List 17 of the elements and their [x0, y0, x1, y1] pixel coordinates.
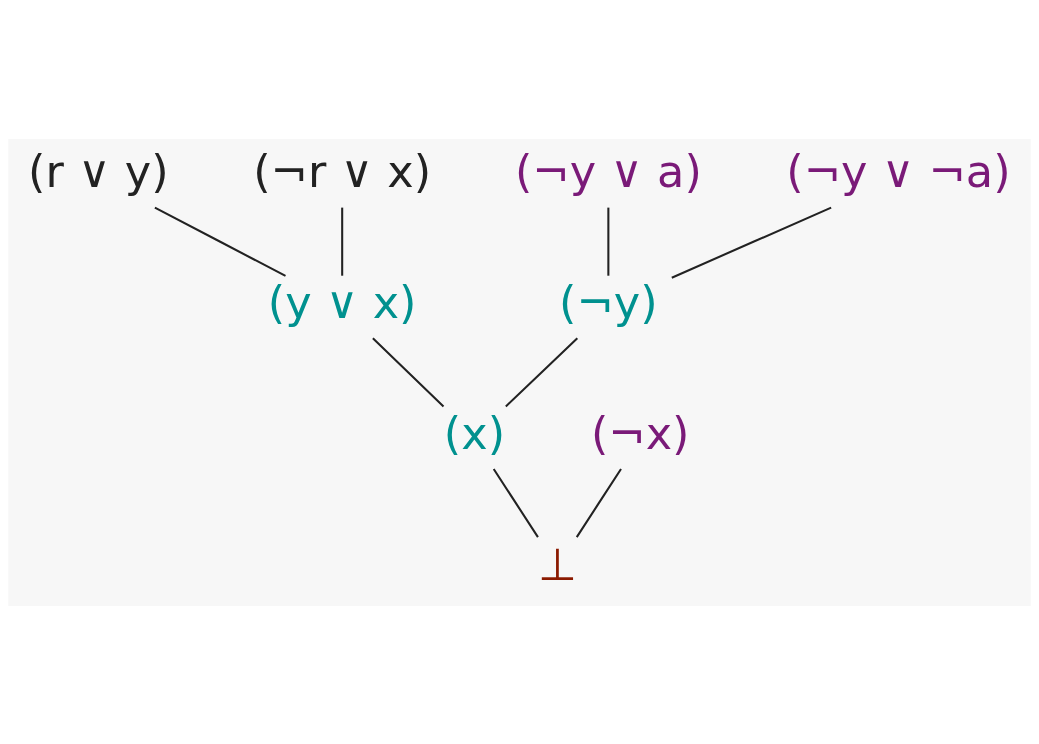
connector	[154, 206, 286, 277]
connector	[607, 207, 610, 276]
connector	[341, 207, 344, 276]
connector	[492, 467, 539, 538]
node-text: (¬x)	[590, 407, 690, 460]
node-text: (x)	[443, 407, 506, 460]
connector	[671, 206, 832, 279]
node-text: (¬y)	[559, 276, 658, 329]
node-text: (y ∨ x)	[267, 276, 417, 329]
node-text: (¬r ∨ x)	[253, 145, 432, 198]
node-text: (r ∨ y)	[28, 145, 169, 198]
connector	[505, 337, 579, 407]
connector	[372, 337, 445, 407]
connector	[575, 467, 622, 538]
node-text: (¬y ∨ a)	[514, 145, 702, 198]
node-text: (¬y ∨ ¬a)	[786, 145, 1011, 198]
node-text: ⊥	[537, 538, 577, 591]
